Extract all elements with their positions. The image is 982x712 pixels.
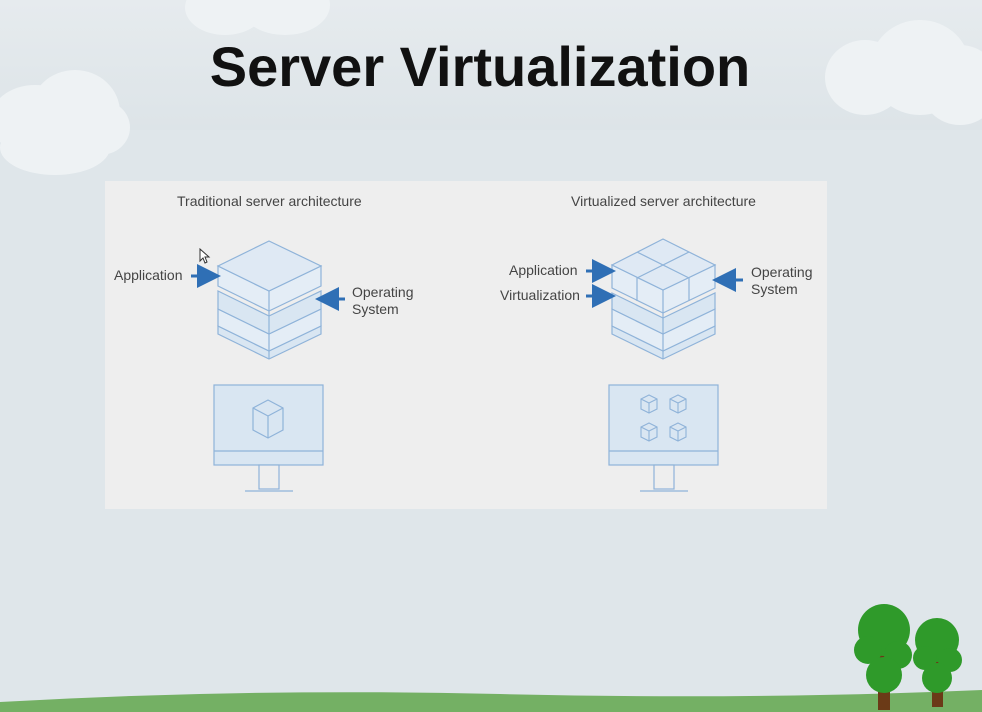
traditional-arrows [191, 264, 345, 311]
virtualized-heading: Virtualized server architecture [571, 193, 756, 209]
virtualized-os-label-line1: Operating [751, 264, 813, 280]
traditional-os-label-line2: System [352, 301, 399, 317]
traditional-vm-cube-icon [252, 399, 284, 439]
virtualized-server-stack [610, 238, 717, 360]
traditional-server-stack [216, 240, 323, 360]
virtualized-vm-cube-icons [640, 394, 687, 442]
virtualized-virtualization-label: Virtualization [500, 287, 580, 303]
virtualized-application-label: Application [509, 262, 578, 278]
virtualized-monitor [608, 384, 719, 492]
traditional-application-label: Application [114, 267, 183, 283]
tree-right [913, 618, 962, 707]
diagram-panel: Traditional server architecture Virtuali… [105, 181, 827, 509]
mouse-cursor-icon [199, 248, 211, 264]
virtualized-arrows [586, 259, 743, 308]
title-band [0, 0, 982, 130]
tree-left [854, 604, 912, 710]
traditional-heading: Traditional server architecture [177, 193, 362, 209]
traditional-os-label-line1: Operating [352, 284, 414, 300]
slide-title: Server Virtualization [209, 35, 751, 98]
architecture-diagram [191, 238, 743, 492]
virtualized-os-label-line2: System [751, 281, 798, 297]
grass-hill [0, 690, 982, 712]
